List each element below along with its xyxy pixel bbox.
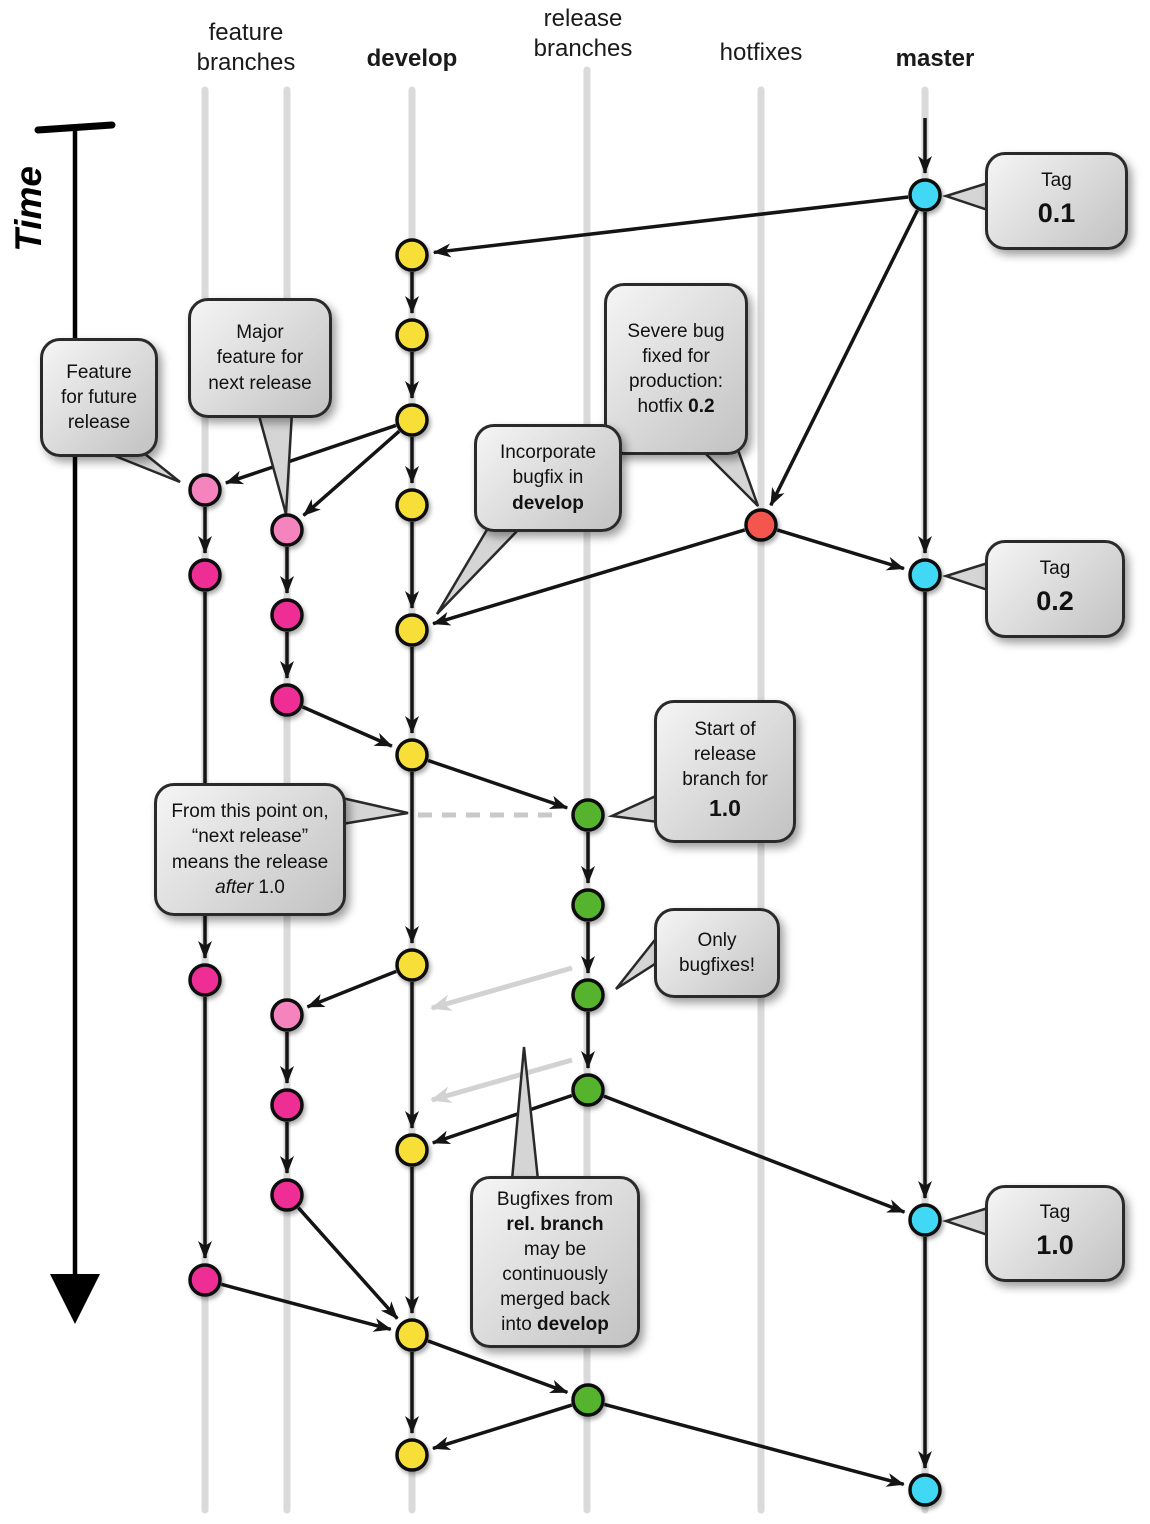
callout-tail-major-feature-for-next-release bbox=[256, 410, 294, 515]
branch-lanes bbox=[201, 66, 929, 1514]
commit-develop-d10 bbox=[395, 1438, 429, 1472]
commit-feature-g2 bbox=[270, 598, 304, 632]
commit-develop-d2 bbox=[395, 318, 429, 352]
callout-tail-from-this-point-on bbox=[340, 796, 409, 826]
commit-develop-d3 bbox=[395, 403, 429, 437]
commit-develop-d1 bbox=[395, 238, 429, 272]
commit-develop-d5 bbox=[395, 613, 429, 647]
edge-r4-m3-28 bbox=[603, 1094, 906, 1214]
commit-feature-f4 bbox=[188, 1263, 222, 1297]
callout-tail-feature-for-future-release bbox=[99, 448, 181, 484]
edge-h1-d5-5 bbox=[432, 528, 746, 626]
edge-p-p-40 bbox=[430, 1057, 573, 1103]
commit-release-r5 bbox=[571, 1383, 605, 1417]
edge-d9-r5-36 bbox=[427, 1339, 569, 1395]
commit-release-r4 bbox=[571, 1073, 605, 1107]
callout-tail-tag-1-0 bbox=[941, 1206, 990, 1237]
commit-develop-d4 bbox=[395, 488, 429, 522]
edge-f4-d9-35 bbox=[220, 1282, 392, 1332]
commit-master-m4 bbox=[908, 1473, 942, 1507]
commit-feature-g3 bbox=[270, 683, 304, 717]
edge-m1-h1-2 bbox=[769, 209, 920, 507]
edge-d3-f1-15 bbox=[224, 423, 397, 485]
callout-tail-tag-0-1 bbox=[941, 181, 990, 212]
commit-feature-f1 bbox=[188, 473, 222, 507]
commit-develop-d8 bbox=[395, 1133, 429, 1167]
commit-develop-d7 bbox=[395, 948, 429, 982]
commit-feature-g6 bbox=[270, 1178, 304, 1212]
edge-g3-d6-22 bbox=[301, 705, 393, 748]
time-axis-top-bar bbox=[34, 121, 116, 134]
callout-tail-tag-0-2 bbox=[941, 561, 990, 592]
edge-h1-m2-4 bbox=[776, 528, 905, 571]
callout-tails bbox=[99, 181, 990, 1237]
time-axis bbox=[34, 121, 116, 1324]
commit-hotfix-h1 bbox=[744, 508, 778, 542]
commit-master-m1 bbox=[908, 178, 942, 212]
commit-feature-g5 bbox=[270, 1088, 304, 1122]
edge-g6-d9-34 bbox=[297, 1206, 399, 1320]
commit-master-m3 bbox=[908, 1203, 942, 1237]
commit-feature-f3 bbox=[188, 963, 222, 997]
commit-release-r2 bbox=[571, 888, 605, 922]
callout-tail-only-bugfixes bbox=[615, 932, 660, 991]
edge-r5-d10-37 bbox=[432, 1403, 573, 1451]
edge-r5-m4-38 bbox=[603, 1402, 905, 1487]
edge-m1-d1-1 bbox=[432, 195, 909, 258]
edge-d7-g4-31 bbox=[306, 969, 397, 1009]
edge-d6-r1-23 bbox=[427, 758, 569, 810]
commit-feature-f2 bbox=[188, 558, 222, 592]
commit-master-m2 bbox=[908, 558, 942, 592]
commit-release-r1 bbox=[571, 798, 605, 832]
commit-feature-g4 bbox=[270, 998, 304, 1032]
commit-develop-d6 bbox=[395, 738, 429, 772]
commit-release-r3 bbox=[571, 978, 605, 1012]
edge-d3-g1-16 bbox=[302, 429, 401, 517]
callout-tail-severe-bug-fixed bbox=[698, 448, 760, 507]
commit-edges bbox=[198, 118, 932, 1487]
edge-r4-d8-27 bbox=[431, 1093, 573, 1145]
time-axis-arrowhead-icon bbox=[50, 1274, 100, 1324]
commit-develop-d9 bbox=[395, 1318, 429, 1352]
commit-feature-g1 bbox=[270, 513, 304, 547]
edge-p-p-39 bbox=[430, 965, 573, 1011]
callout-tail-start-of-release-branch bbox=[607, 793, 660, 824]
commit-nodes bbox=[188, 178, 942, 1507]
